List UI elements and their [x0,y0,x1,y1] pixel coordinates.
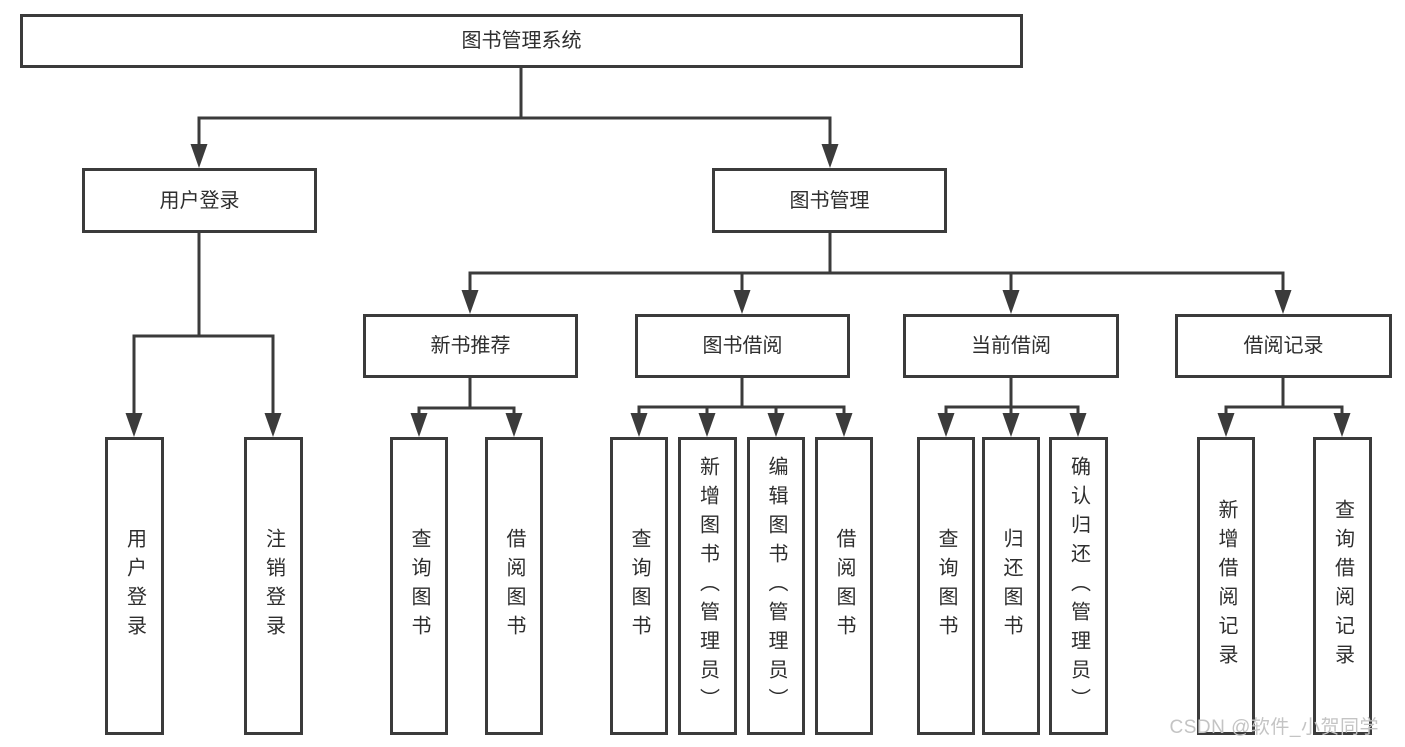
node-label: 图书借阅 [702,335,783,357]
node-label: 新增借阅记录 [1215,499,1237,673]
node-label: 借阅记录 [1243,335,1324,357]
arrowhead-icon [190,144,208,168]
node-label: 查询借阅记录 [1331,499,1354,673]
node-leaf-add-books: 新增图书（管理员） [678,437,737,735]
node-label: 查询图书 [935,528,957,644]
arrowhead-icon [1217,413,1235,437]
arrowhead-icon [410,413,428,437]
arrowhead-icon [835,413,853,437]
arrowhead-icon [1333,413,1351,437]
node-label: 查询图书 [408,528,430,644]
node-label: 归还图书 [1000,528,1022,644]
arrowhead-icon [1002,290,1020,314]
node-label: 图书管理 [789,189,870,212]
arrowhead-icon [821,144,839,168]
node-label: 当前借阅 [971,335,1051,357]
node-label: 新增图书（管理员） [696,455,719,717]
arrowhead-icon [767,413,785,437]
arrowhead-icon [1069,413,1087,437]
node-current-borrowing: 当前借阅 [903,314,1119,378]
node-leaf-add-borrow-record: 新增借阅记录 [1197,437,1255,735]
node-label: 编辑图书（管理员） [765,455,787,717]
node-system-root: 图书管理系统 [20,14,1023,68]
node-user-login: 用户登录 [82,168,317,233]
node-leaf-borrow-books-2: 借阅图书 [815,437,873,735]
arrowhead-icon [264,413,282,437]
node-label: 确认归还（管理员） [1067,455,1090,717]
node-new-book-recommend: 新书推荐 [363,314,578,378]
node-label: 借阅图书 [833,528,855,644]
arrowhead-icon [1002,413,1020,437]
arrowhead-icon [733,290,751,314]
arrowhead-icon [461,290,479,314]
node-label: 注销登录 [262,528,285,644]
node-leaf-query-books-3: 查询图书 [917,437,975,735]
arrowhead-icon [698,413,716,437]
arrowhead-icon [1274,290,1292,314]
node-label: 查询图书 [628,528,650,644]
node-label: 用户登录 [159,189,240,212]
node-leaf-query-borrow-record: 查询借阅记录 [1313,437,1372,735]
node-book-management: 图书管理 [712,168,947,233]
arrowhead-icon [125,413,143,437]
node-label: 新书推荐 [430,335,511,357]
node-leaf-query-books-1: 查询图书 [390,437,448,735]
node-leaf-borrow-books-1: 借阅图书 [485,437,543,735]
node-borrowing-records: 借阅记录 [1175,314,1392,378]
node-leaf-edit-books: 编辑图书（管理员） [747,437,805,735]
arrowhead-icon [505,413,523,437]
csdn-watermark: CSDN @软件_小贺同学 [1169,717,1379,738]
node-label: 图书管理系统 [461,30,582,52]
node-leaf-logout: 注销登录 [244,437,303,735]
node-leaf-user-login: 用户登录 [105,437,164,735]
node-book-borrowing: 图书借阅 [635,314,850,378]
arrowhead-icon [937,413,955,437]
node-label: 借阅图书 [503,528,525,644]
node-leaf-query-books-2: 查询图书 [610,437,668,735]
node-label: 用户登录 [123,528,146,644]
node-leaf-return-books: 归还图书 [982,437,1040,735]
node-leaf-confirm-return: 确认归还（管理员） [1049,437,1108,735]
arrowhead-icon [630,413,648,437]
